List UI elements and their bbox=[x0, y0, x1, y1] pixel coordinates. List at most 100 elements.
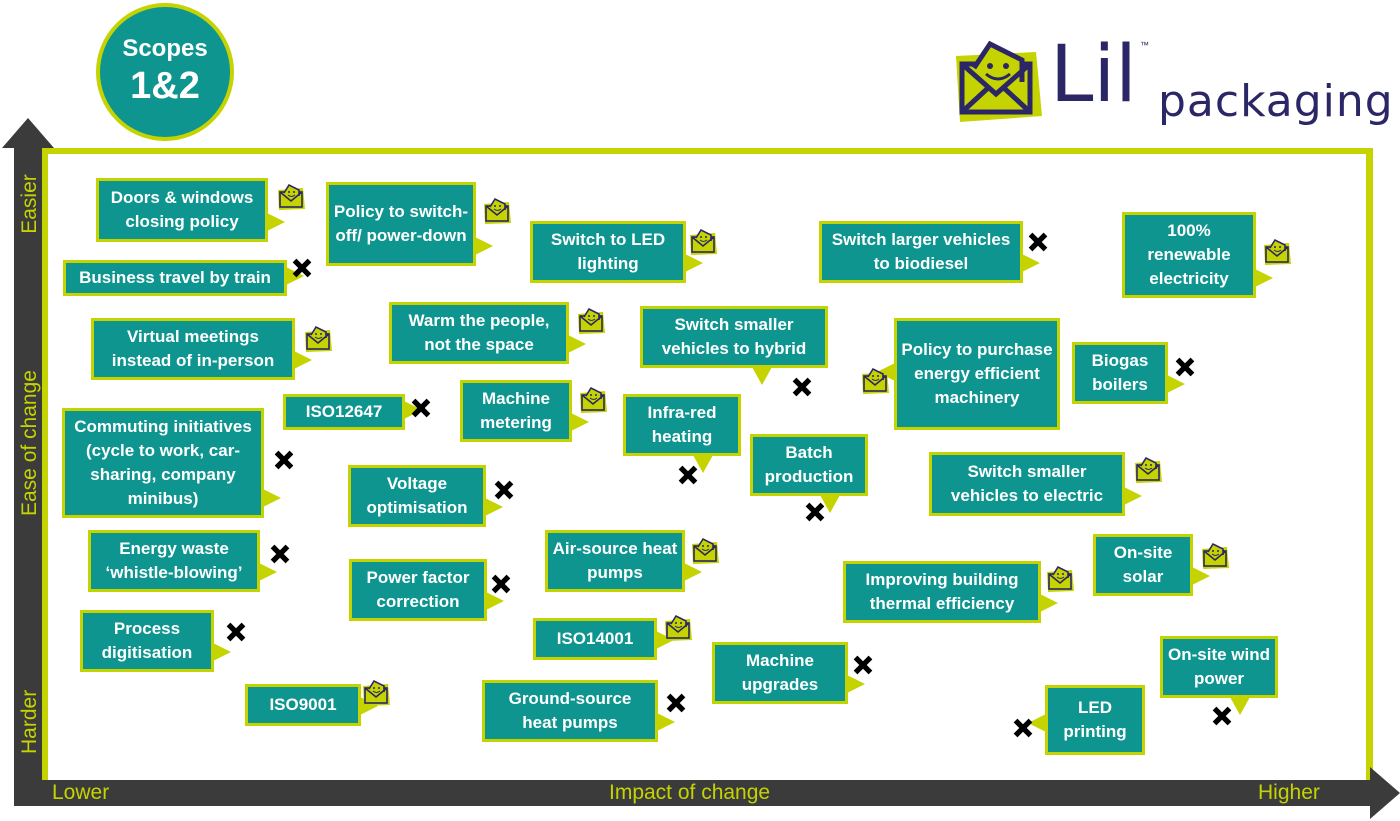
initiative-label: Power factor correction bbox=[366, 568, 470, 611]
cross-icon bbox=[487, 570, 517, 600]
initiative-callout: ISO9001 bbox=[245, 684, 378, 726]
smiley-envelope-icon bbox=[482, 196, 512, 226]
initiative-callout: Batch production bbox=[750, 434, 868, 513]
initiative-callout: Switch smaller vehicles to electric bbox=[929, 452, 1142, 516]
initiative-label: ISO12647 bbox=[305, 402, 383, 421]
cross-icon bbox=[266, 540, 296, 570]
initiative-callout: Doors & windows closing policy bbox=[96, 178, 285, 242]
initiative-label: Warm the people, not the space bbox=[408, 311, 550, 354]
initiative-callout: ISO12647 bbox=[283, 394, 422, 430]
callout-tail bbox=[685, 254, 703, 272]
initiative-callout: Biogas boilers bbox=[1072, 342, 1185, 404]
callout-tail bbox=[1192, 567, 1210, 585]
initiative-callout: Business travel by train bbox=[63, 260, 304, 296]
smiley-envelope-icon bbox=[688, 227, 718, 257]
callout-tail bbox=[1230, 697, 1251, 715]
y-axis-bottom-label: Harder bbox=[18, 689, 41, 754]
x-axis-title: Impact of change bbox=[609, 781, 771, 804]
initiative-callout: Switch larger vehicles to biodiesel bbox=[819, 221, 1040, 283]
initiative-label: Policy to switch-off/ power-down bbox=[333, 202, 469, 245]
initiative-label: Batch production bbox=[764, 443, 854, 486]
callout-tail bbox=[1028, 713, 1046, 732]
y-axis-top-label: Easier bbox=[18, 174, 41, 234]
y-axis-title: Ease of change bbox=[18, 370, 41, 516]
initiative-label: Process digitisation bbox=[101, 619, 193, 662]
cross-icon bbox=[490, 476, 520, 506]
initiative-callout: Ground-source heat pumps bbox=[482, 680, 675, 742]
initiative-label: Virtual meetings instead of in-person bbox=[111, 327, 275, 370]
initiative-callout: Machine metering bbox=[460, 380, 589, 442]
initiative-label: Voltage optimisation bbox=[366, 474, 468, 517]
initiative-callout: Process digitisation bbox=[80, 610, 231, 672]
smiley-envelope-icon bbox=[276, 182, 306, 212]
smiley-envelope-icon bbox=[690, 536, 720, 566]
cross-icon bbox=[407, 394, 437, 424]
initiative-label: Biogas boilers bbox=[1091, 351, 1149, 394]
initiative-callout: On-site wind power bbox=[1160, 636, 1278, 715]
cross-icon bbox=[1009, 714, 1039, 744]
initiative-callout: Policy to purchase energy efficient mach… bbox=[877, 318, 1060, 430]
callout-tail bbox=[657, 713, 675, 731]
smiley-envelope-icon bbox=[578, 385, 608, 415]
initiative-label: Switch larger vehicles to biodiesel bbox=[831, 230, 1011, 273]
initiative-callout: Power factor correction bbox=[349, 559, 504, 621]
initiative-label: Ground-source heat pumps bbox=[508, 689, 632, 732]
x-axis-right-label: Higher bbox=[1258, 781, 1320, 804]
initiative-label: Switch smaller vehicles to hybrid bbox=[661, 315, 807, 358]
initiative-label: Air-source heat pumps bbox=[552, 539, 678, 582]
callout-tail bbox=[267, 213, 285, 231]
callout-tail bbox=[475, 237, 493, 255]
initiative-label: Infra-red heating bbox=[647, 403, 717, 446]
initiative-callout: Improving building thermal efficiency bbox=[843, 561, 1058, 623]
initiative-label: ISO9001 bbox=[269, 695, 337, 714]
smiley-envelope-icon bbox=[1133, 455, 1163, 485]
smiley-envelope-icon bbox=[860, 366, 890, 396]
y-axis-arrowhead bbox=[2, 118, 54, 148]
x-axis-left-label: Lower bbox=[52, 781, 110, 804]
initiative-callout: LED printing bbox=[1028, 685, 1145, 755]
lil-packaging-logo: Lil ™ packaging bbox=[950, 30, 1393, 138]
initiative-label: Policy to purchase energy efficient mach… bbox=[901, 340, 1053, 407]
callout-tail bbox=[752, 367, 773, 385]
cross-icon bbox=[270, 446, 300, 476]
initiative-callout: Energy waste ‘whistle-blowing’ bbox=[88, 530, 277, 592]
x-axis-arrow bbox=[14, 780, 1372, 806]
smiley-envelope-icon bbox=[576, 306, 606, 336]
x-axis-arrowhead bbox=[1370, 767, 1400, 819]
initiative-label: 100% renewable electricity bbox=[1147, 221, 1231, 288]
scopes-badge-line1: Scopes bbox=[122, 35, 208, 62]
y-axis-arrow bbox=[14, 140, 42, 800]
scopes-badge: Scopes 1&2 bbox=[96, 3, 234, 141]
cross-icon bbox=[1024, 228, 1054, 258]
initiative-label: LED printing bbox=[1063, 698, 1127, 741]
logo-tm: ™ bbox=[1140, 40, 1149, 50]
initiative-label: ISO14001 bbox=[556, 629, 634, 648]
initiative-label: Commuting initiatives (cycle to work, ca… bbox=[74, 417, 252, 508]
cross-icon bbox=[849, 651, 879, 681]
cross-icon bbox=[801, 498, 831, 528]
initiative-callout: Voltage optimisation bbox=[348, 465, 503, 527]
callout-tail bbox=[213, 643, 231, 661]
logo-brand: Lil bbox=[1050, 30, 1137, 120]
callout-tail bbox=[820, 495, 841, 513]
initiative-callout: 100% renewable electricity bbox=[1122, 212, 1273, 298]
cross-icon bbox=[1171, 353, 1201, 383]
initiative-label: Business travel by train bbox=[79, 268, 271, 287]
initiative-label: Improving building thermal efficiency bbox=[865, 570, 1019, 613]
initiative-callout: Policy to switch-off/ power-down bbox=[326, 182, 493, 266]
initiative-callout: Commuting initiatives (cycle to work, ca… bbox=[62, 408, 281, 518]
callout-tail bbox=[1167, 375, 1185, 393]
callout-tail bbox=[259, 563, 277, 581]
initiative-callout: Virtual meetings instead of in-person bbox=[91, 318, 312, 380]
callout-tail bbox=[568, 335, 586, 353]
initiative-callout: Warm the people, not the space bbox=[389, 302, 586, 364]
callout-tail bbox=[571, 413, 589, 431]
initiative-callout: Switch smaller vehicles to hybrid bbox=[640, 306, 828, 385]
smiley-envelope-icon bbox=[303, 324, 333, 354]
logo-envelope-icon bbox=[956, 40, 1042, 122]
callout-tail bbox=[684, 563, 702, 581]
initiative-callout: Air-source heat pumps bbox=[545, 530, 702, 592]
cross-icon bbox=[222, 618, 252, 648]
callout-tail bbox=[486, 592, 504, 610]
callout-tail bbox=[294, 351, 312, 369]
